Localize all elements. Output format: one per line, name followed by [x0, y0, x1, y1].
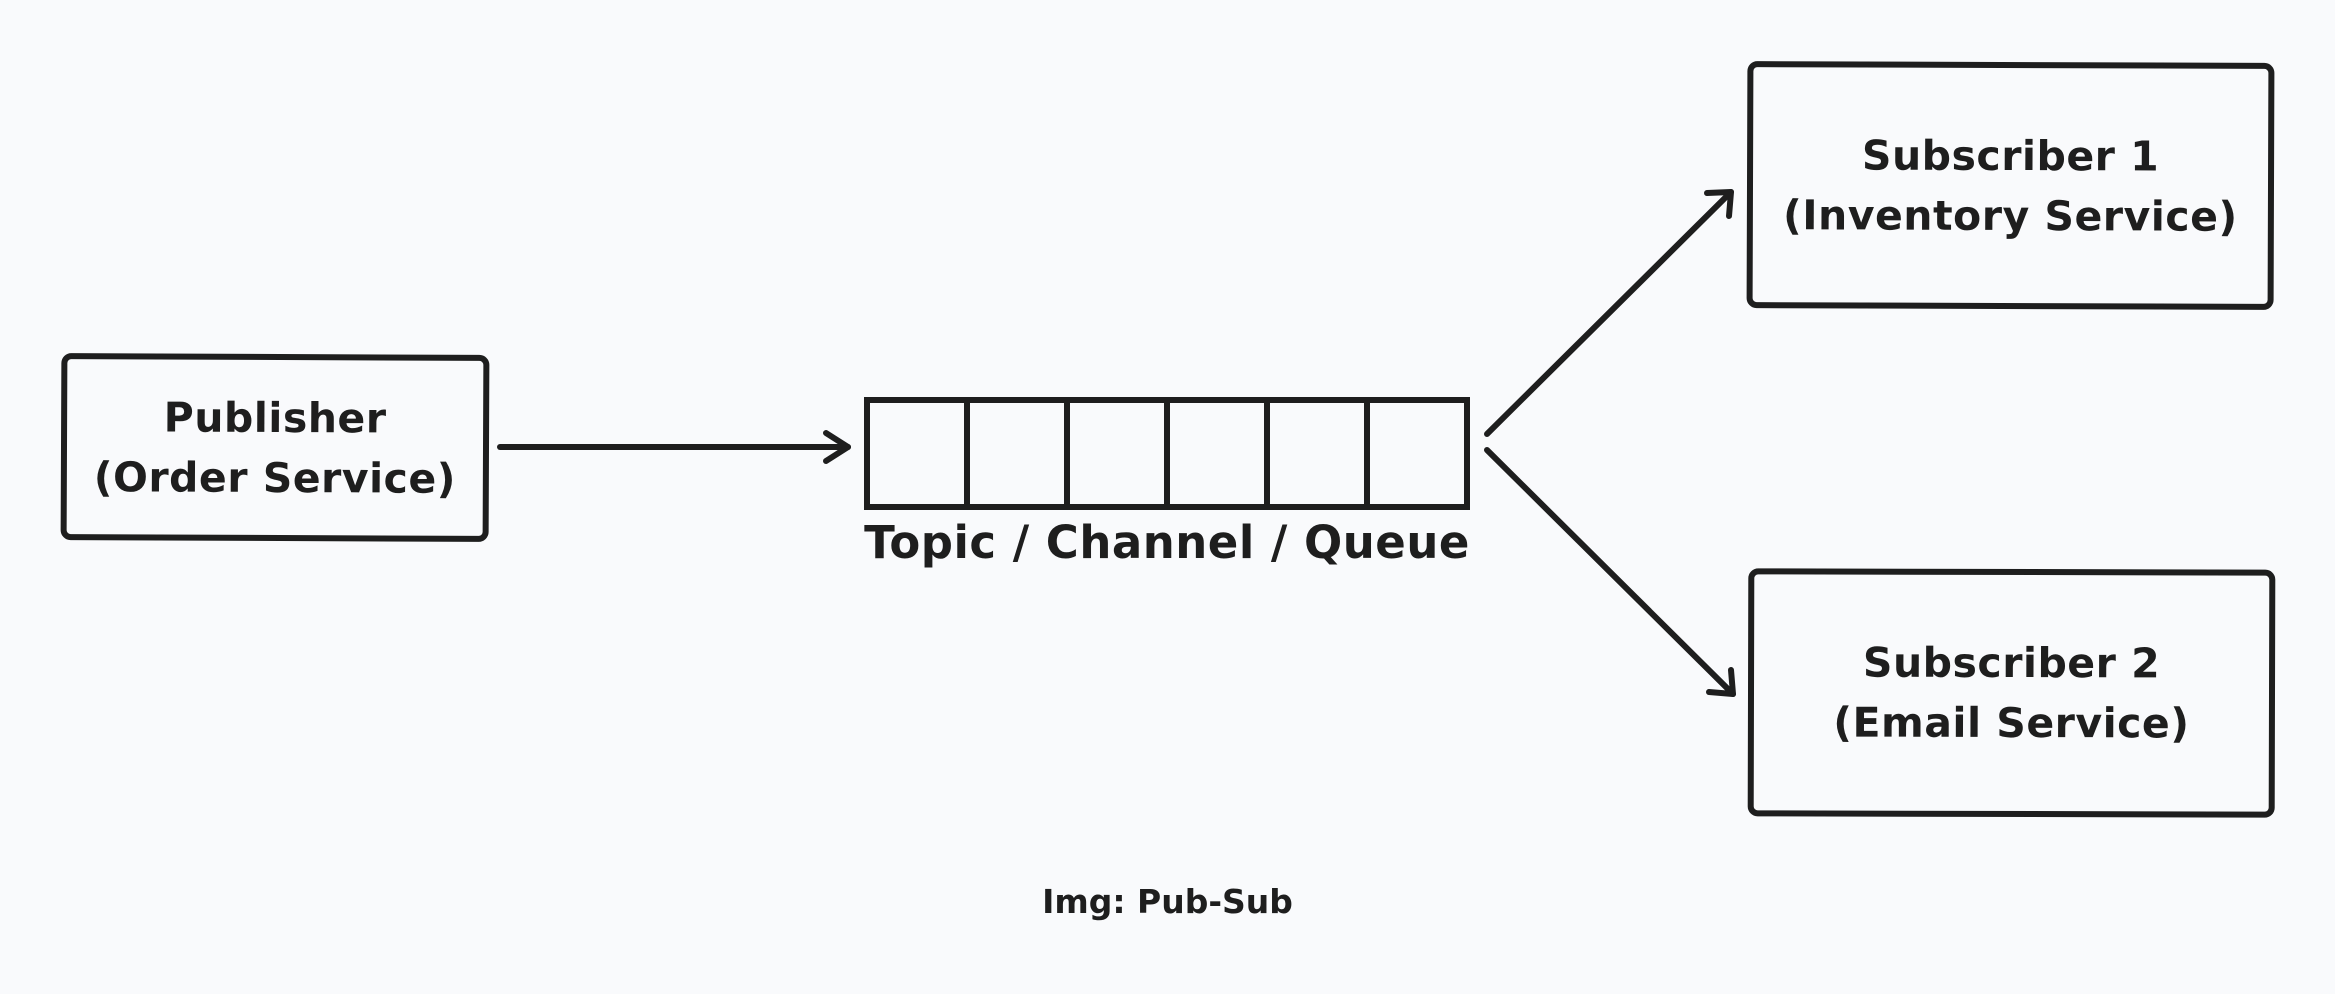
- topic-queue: [864, 397, 1470, 510]
- subscriber-1-node: Subscriber 1 (Inventory Service): [1746, 61, 2275, 310]
- queue-label: Topic / Channel / Queue: [864, 516, 1470, 569]
- subscriber-2-title: Subscriber 2: [1862, 638, 2161, 688]
- queue-cell: [1170, 403, 1270, 504]
- subscriber-2-node: Subscriber 2 (Email Service): [1747, 568, 2276, 818]
- queue-cell: [1070, 403, 1170, 504]
- queue-to-subscriber1-arrow: [1484, 189, 1734, 437]
- publisher-subtitle: (Order Service): [93, 452, 457, 503]
- queue-cell: [870, 403, 970, 504]
- subscriber-1-subtitle: (Inventory Service): [1783, 190, 2238, 241]
- subscriber-1-title: Subscriber 1: [1861, 130, 2160, 181]
- publisher-node: Publisher (Order Service): [60, 353, 490, 542]
- subscriber-2-subtitle: (Email Service): [1833, 698, 2190, 748]
- queue-to-subscriber2-arrow: [1484, 447, 1736, 697]
- queue-cell: [970, 403, 1070, 504]
- diagram-caption: Img: Pub-Sub: [1042, 882, 1293, 921]
- queue-cell: [1370, 403, 1464, 504]
- queue-cell: [1270, 403, 1370, 504]
- publisher-title: Publisher: [163, 393, 387, 442]
- publisher-to-queue-arrow: [497, 430, 851, 464]
